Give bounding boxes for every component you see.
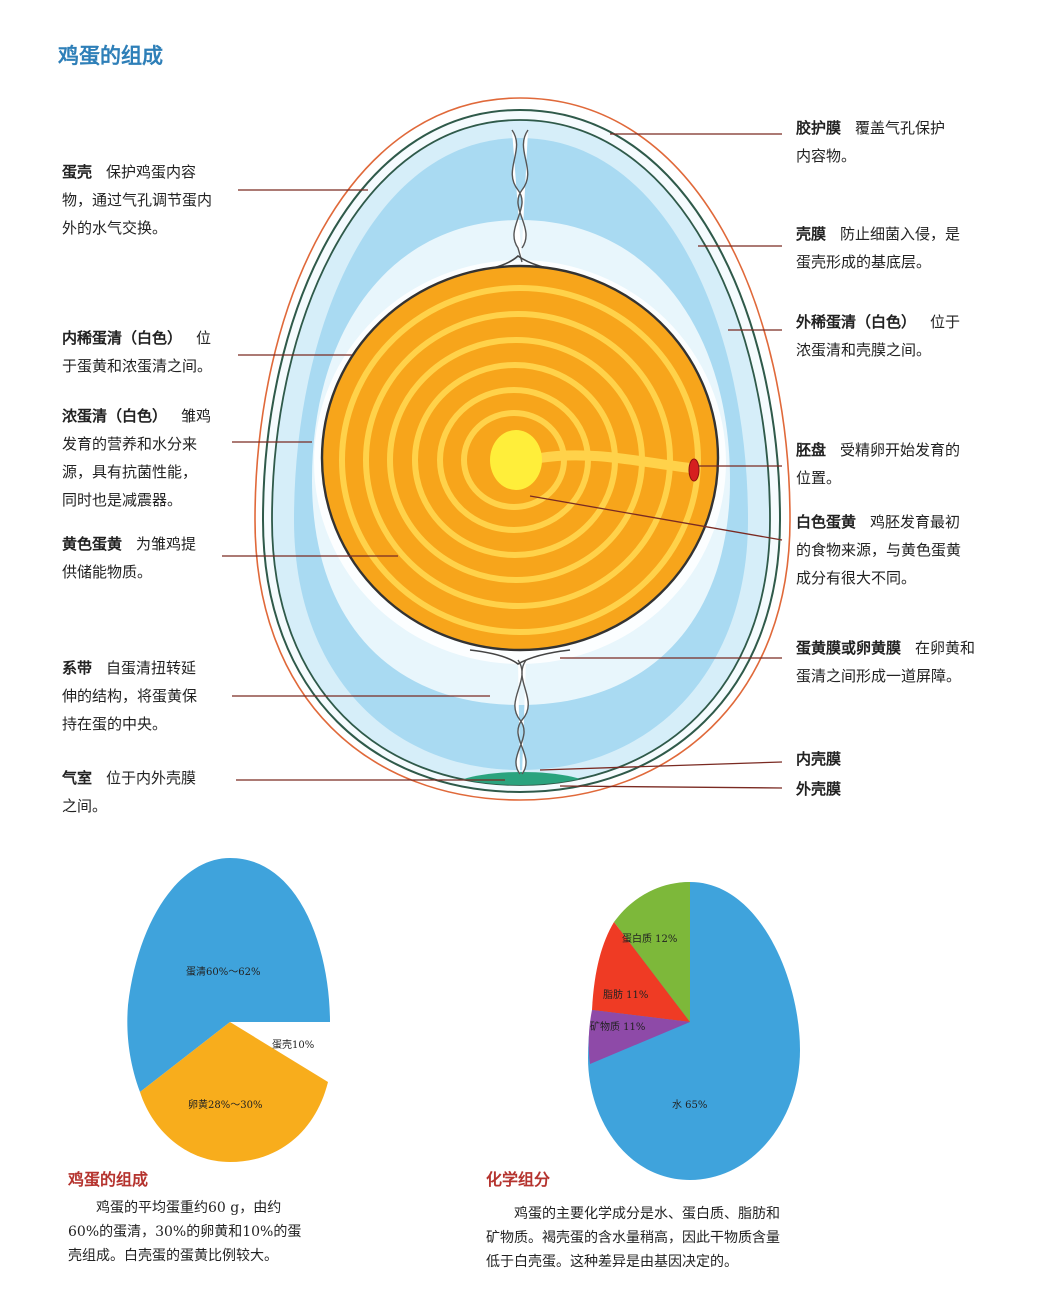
label-yellow-yolk: 黄色蛋黄为雏鸡提 供储能物质。 xyxy=(62,535,197,581)
pie2-label-fat: 脂肪 11% xyxy=(603,988,648,1001)
chemical-pie: 蛋白质 12% 脂肪 11% 矿物质 11% 水 65% xyxy=(588,882,800,1180)
label-thick-albumen: 浓蛋清（白色）雏鸡 发育的营养和水分来源，具有抗菌性能， 同时也是减震器。 xyxy=(62,407,212,509)
pie2-label-protein: 蛋白质 12% xyxy=(622,932,677,945)
label-outer-shell-membrane: 外壳膜 xyxy=(796,780,842,798)
pie1-label-yolk: 卵黄28%～30% xyxy=(188,1098,262,1111)
pie1-label-shell: 蛋壳10% xyxy=(272,1038,314,1051)
pie2-slice-protein xyxy=(614,882,690,1022)
pie1-slice-yolk xyxy=(140,1022,328,1162)
label-shell: 蛋壳保护鸡蛋内容 物，通过气孔调节蛋内外的水气交换。 xyxy=(62,163,213,237)
composition-pie: 蛋清60%～62% 卵黄28%～30% 蛋壳10% xyxy=(127,858,330,1162)
label-shell-membrane: 壳膜防止细菌入侵，是 蛋壳形成的基底层。 xyxy=(796,225,961,271)
label-chalaza: 系带自蛋清扭转延 伸的结构，将蛋黄保持在蛋的中央。 xyxy=(62,659,198,733)
pie2-label-water: 水 65% xyxy=(672,1099,707,1111)
label-vitelline-membrane: 蛋黄膜或卵黄膜在卵黄和 蛋清之间形成一道屏障。 xyxy=(796,639,976,685)
caption-composition-title: 鸡蛋的组成 xyxy=(68,1170,149,1189)
pie1-slice-albumen xyxy=(127,858,330,1092)
label-inner-thin-albumen: 内稀蛋清（白色）位 于蛋黄和浓蛋清之间。 xyxy=(62,329,213,375)
germinal-disc xyxy=(688,458,700,482)
yolk-rings xyxy=(339,285,701,635)
pie2-label-mineral: 矿物质 11% xyxy=(590,1020,645,1033)
caption-chemical-text: 鸡蛋的主要化学成分是水、蛋白质、脂肪和 矿物质。褐壳蛋的含水量稍高，因此干物质含… xyxy=(486,1206,780,1270)
label-air-cell: 气室位于内外壳膜 之间。 xyxy=(62,769,197,815)
chalaza-bottom xyxy=(514,659,529,775)
white-yolk-core xyxy=(490,430,542,490)
pie2-slice-fat xyxy=(592,922,690,1022)
chalaza-top xyxy=(511,129,529,263)
label-outer-thin-albumen: 外稀蛋清（白色）位于 浓蛋清和壳膜之间。 xyxy=(796,313,961,359)
caption-composition-text: 鸡蛋的平均蛋重约60 g，由约 60%的蛋清，30%的卵黄和10%的蛋 壳组成。… xyxy=(68,1200,302,1264)
pie1-label-albumen: 蛋清60%～62% xyxy=(186,965,260,978)
latebra-canal xyxy=(539,450,691,473)
label-germinal-disc: 胚盘受精卵开始发育的 位置。 xyxy=(796,441,961,487)
leader-lines xyxy=(222,133,783,789)
label-inner-shell-membrane: 内壳膜 xyxy=(796,750,842,768)
pie2-slice-mineral xyxy=(588,1010,690,1064)
yolk-attach-bottom xyxy=(469,649,571,665)
label-white-yolk: 白色蛋黄鸡胚发育最初 的食物来源，与黄色蛋黄成分有很大不同。 xyxy=(796,513,962,587)
label-cuticle: 胶护膜覆盖气孔保护 内容物。 xyxy=(796,119,946,165)
page-title: 鸡蛋的组成 xyxy=(58,44,163,68)
caption-chemical-title: 化学组分 xyxy=(486,1170,551,1189)
